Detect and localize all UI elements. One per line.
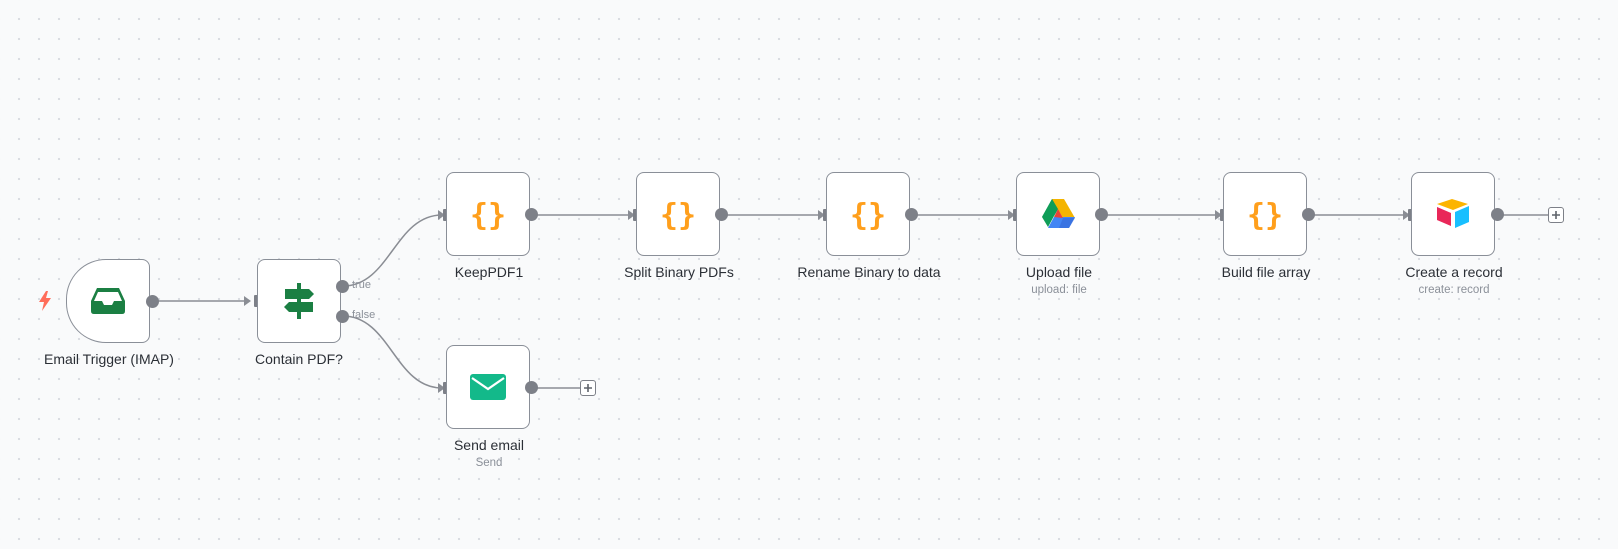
output-handle-false[interactable]	[336, 310, 349, 323]
airtable-icon	[1435, 198, 1471, 230]
google-drive-icon	[1040, 198, 1076, 230]
input-handle[interactable]	[633, 209, 638, 221]
output-handle[interactable]	[525, 381, 538, 394]
output-handle[interactable]	[715, 208, 728, 221]
node-build-file-array[interactable]: {}	[1223, 172, 1307, 256]
plus-icon	[1552, 211, 1560, 219]
input-handle[interactable]	[1220, 209, 1225, 221]
trigger-bolt-icon	[39, 291, 51, 311]
add-node-button[interactable]	[1548, 207, 1564, 223]
node-label: Split Binary PDFs	[624, 264, 734, 280]
output-handle[interactable]	[1302, 208, 1315, 221]
branch-label-false: false	[352, 309, 376, 321]
node-contain-pdf[interactable]	[257, 259, 341, 343]
node-send-email[interactable]	[446, 345, 530, 429]
node-subtitle: Send	[475, 457, 503, 469]
node-label: Create a record	[1405, 264, 1503, 280]
input-handle[interactable]	[823, 209, 828, 221]
node-subtitle: create: record	[1418, 284, 1490, 296]
node-label: Contain PDF?	[255, 351, 343, 367]
node-split-binary-pdfs[interactable]: {}	[636, 172, 720, 256]
node-upload-file[interactable]	[1016, 172, 1100, 256]
output-handle[interactable]	[905, 208, 918, 221]
node-subtitle: upload: file	[1031, 284, 1087, 296]
node-label: Rename Binary to data	[797, 264, 941, 280]
node-label: Upload file	[1025, 264, 1093, 280]
code-braces-icon: {}	[1247, 196, 1283, 232]
node-label: Send email	[453, 437, 525, 453]
svg-text:{}: {}	[850, 198, 886, 232]
input-handle[interactable]	[443, 209, 448, 221]
signpost-icon	[282, 282, 316, 320]
node-email-trigger[interactable]	[66, 259, 150, 343]
output-handle-true[interactable]	[336, 280, 349, 293]
output-handle[interactable]	[146, 295, 159, 308]
svg-text:{}: {}	[1247, 198, 1283, 232]
input-handle[interactable]	[1408, 209, 1413, 221]
branch-label-true: true	[352, 279, 371, 291]
node-label: KeepPDF1	[454, 264, 524, 280]
envelope-icon	[469, 373, 507, 401]
input-handle[interactable]	[254, 295, 259, 307]
input-handle[interactable]	[443, 382, 448, 394]
input-handle[interactable]	[1013, 209, 1018, 221]
node-label: Email Trigger (IMAP)	[44, 351, 174, 367]
node-create-a-record[interactable]	[1411, 172, 1495, 256]
svg-text:{}: {}	[660, 198, 696, 232]
node-label: Build file array	[1221, 264, 1311, 280]
node-rename-binary-to-data[interactable]: {}	[826, 172, 910, 256]
output-handle[interactable]	[525, 208, 538, 221]
output-handle[interactable]	[1095, 208, 1108, 221]
code-braces-icon: {}	[470, 196, 506, 232]
plus-icon	[584, 384, 592, 392]
add-node-button[interactable]	[580, 380, 596, 396]
node-keeppdf1[interactable]: {}	[446, 172, 530, 256]
output-handle[interactable]	[1491, 208, 1504, 221]
code-braces-icon: {}	[850, 196, 886, 232]
arrow-head	[244, 296, 251, 306]
svg-text:{}: {}	[470, 198, 506, 232]
code-braces-icon: {}	[660, 196, 696, 232]
inbox-icon	[90, 287, 126, 315]
